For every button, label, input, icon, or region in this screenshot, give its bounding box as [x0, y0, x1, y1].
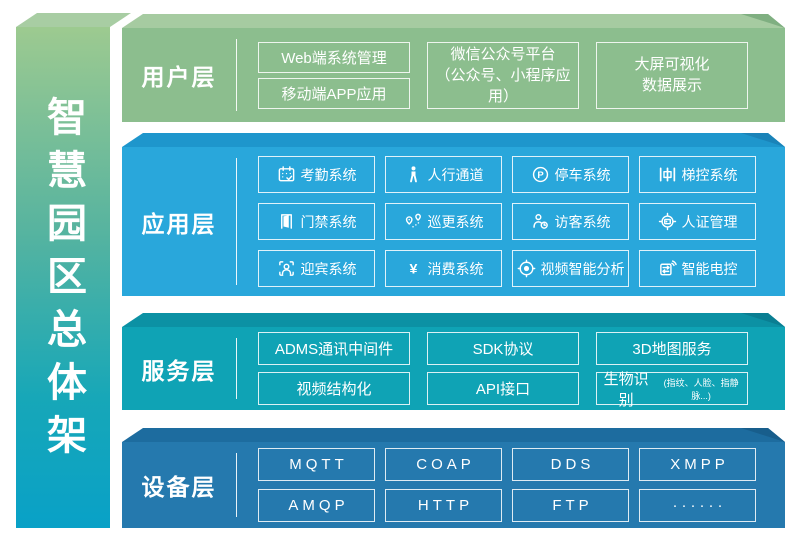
- service-box-biometric: 生物识别(指纹、人脸、指静脉...): [596, 371, 748, 409]
- user-layer-label: 用户层: [141, 64, 217, 90]
- service-box-api: API接口: [427, 372, 579, 405]
- device-layer-top-face: [122, 428, 785, 442]
- device-box-more: ······: [639, 489, 756, 522]
- door-icon: [280, 214, 292, 229]
- app-box-door-access: 门禁系统: [258, 203, 375, 240]
- box-big-screen: 大屏可视化 数据展示: [596, 41, 748, 109]
- diagram-title: 智慧园区总体架: [41, 96, 85, 467]
- app-layer-top-face: [122, 133, 785, 147]
- app-box-video-analysis: 视频智能分析: [512, 250, 629, 287]
- device-box-amqp: AMQP: [258, 489, 375, 522]
- parking-icon: P: [532, 166, 548, 183]
- app-box-patrol: 巡更系统: [385, 203, 502, 240]
- app-layer-label: 应用层: [141, 210, 217, 237]
- app-box-parking: P 停车系统: [512, 156, 629, 193]
- app-box-welcome: 迎宾系统: [258, 250, 375, 287]
- user-layer-top-face: [122, 14, 785, 28]
- title-pillar: 智慧园区总体架: [16, 27, 110, 528]
- app-box-smart-power: 智能电控: [639, 250, 756, 287]
- video-lens-icon: [517, 259, 535, 278]
- app-box-attendance: 考勤系统: [258, 156, 375, 193]
- app-box-consume: ¥ 消费系统: [385, 250, 502, 287]
- device-box-http: HTTP: [385, 489, 502, 522]
- service-layer-label: 服务层: [141, 357, 217, 384]
- divider: [236, 453, 237, 517]
- attendance-icon: [278, 166, 294, 182]
- svg-text:¥: ¥: [409, 261, 417, 277]
- service-layer-top-face: [122, 313, 785, 327]
- elevator-icon: [659, 167, 675, 182]
- patrol-icon: [405, 213, 421, 228]
- yuan-icon: ¥: [409, 261, 417, 277]
- divider: [236, 158, 237, 285]
- device-box-mqtt: MQTT: [258, 448, 375, 481]
- id-card-icon: [658, 212, 676, 231]
- service-box-3dmap: 3D地图服务: [596, 332, 748, 365]
- service-box-sdk: SDK协议: [427, 332, 579, 365]
- svg-text:P: P: [537, 170, 544, 181]
- service-layer: 服务层 ADMS通讯中间件 SDK协议 3D地图服务 视频结构化 API接口 生…: [122, 327, 785, 410]
- app-box-id-management: 人证管理: [639, 203, 756, 240]
- welcome-face-icon: [278, 261, 294, 276]
- pedestrian-icon: [409, 166, 417, 183]
- app-box-elevator: 梯控系统: [639, 156, 756, 193]
- visitor-icon: [532, 214, 548, 229]
- box-wechat-platform: 微信公众号平台 （公众号、小程序应用）: [427, 41, 579, 109]
- device-layer: 设备层 MQTT COAP DDS XMPP AMQP HTTP FTP ···…: [122, 442, 785, 528]
- app-layer: 应用层 考勤系统 人行通道: [122, 147, 785, 296]
- app-box-visitor: 访客系统: [512, 203, 629, 240]
- divider: [236, 338, 237, 399]
- divider: [236, 39, 237, 111]
- device-layer-label: 设备层: [141, 474, 217, 500]
- device-box-xmpp: XMPP: [639, 448, 756, 481]
- user-layer: 用户层 Web端系统管理 移动端APP应用 微信公众号平台 （公众号、小程序应用…: [122, 28, 785, 122]
- service-box-adms: ADMS通讯中间件: [258, 332, 410, 365]
- smart-power-icon: [659, 260, 677, 276]
- box-mobile-app: 移动端APP应用: [258, 77, 410, 109]
- pillar-top-face: [16, 13, 131, 27]
- device-box-coap: COAP: [385, 448, 502, 481]
- box-web-management: Web端系统管理: [258, 41, 410, 73]
- device-box-ftp: FTP: [512, 489, 629, 522]
- service-box-video-struct: 视频结构化: [258, 372, 410, 405]
- device-box-dds: DDS: [512, 448, 629, 481]
- app-box-pedestrian: 人行通道: [385, 156, 502, 193]
